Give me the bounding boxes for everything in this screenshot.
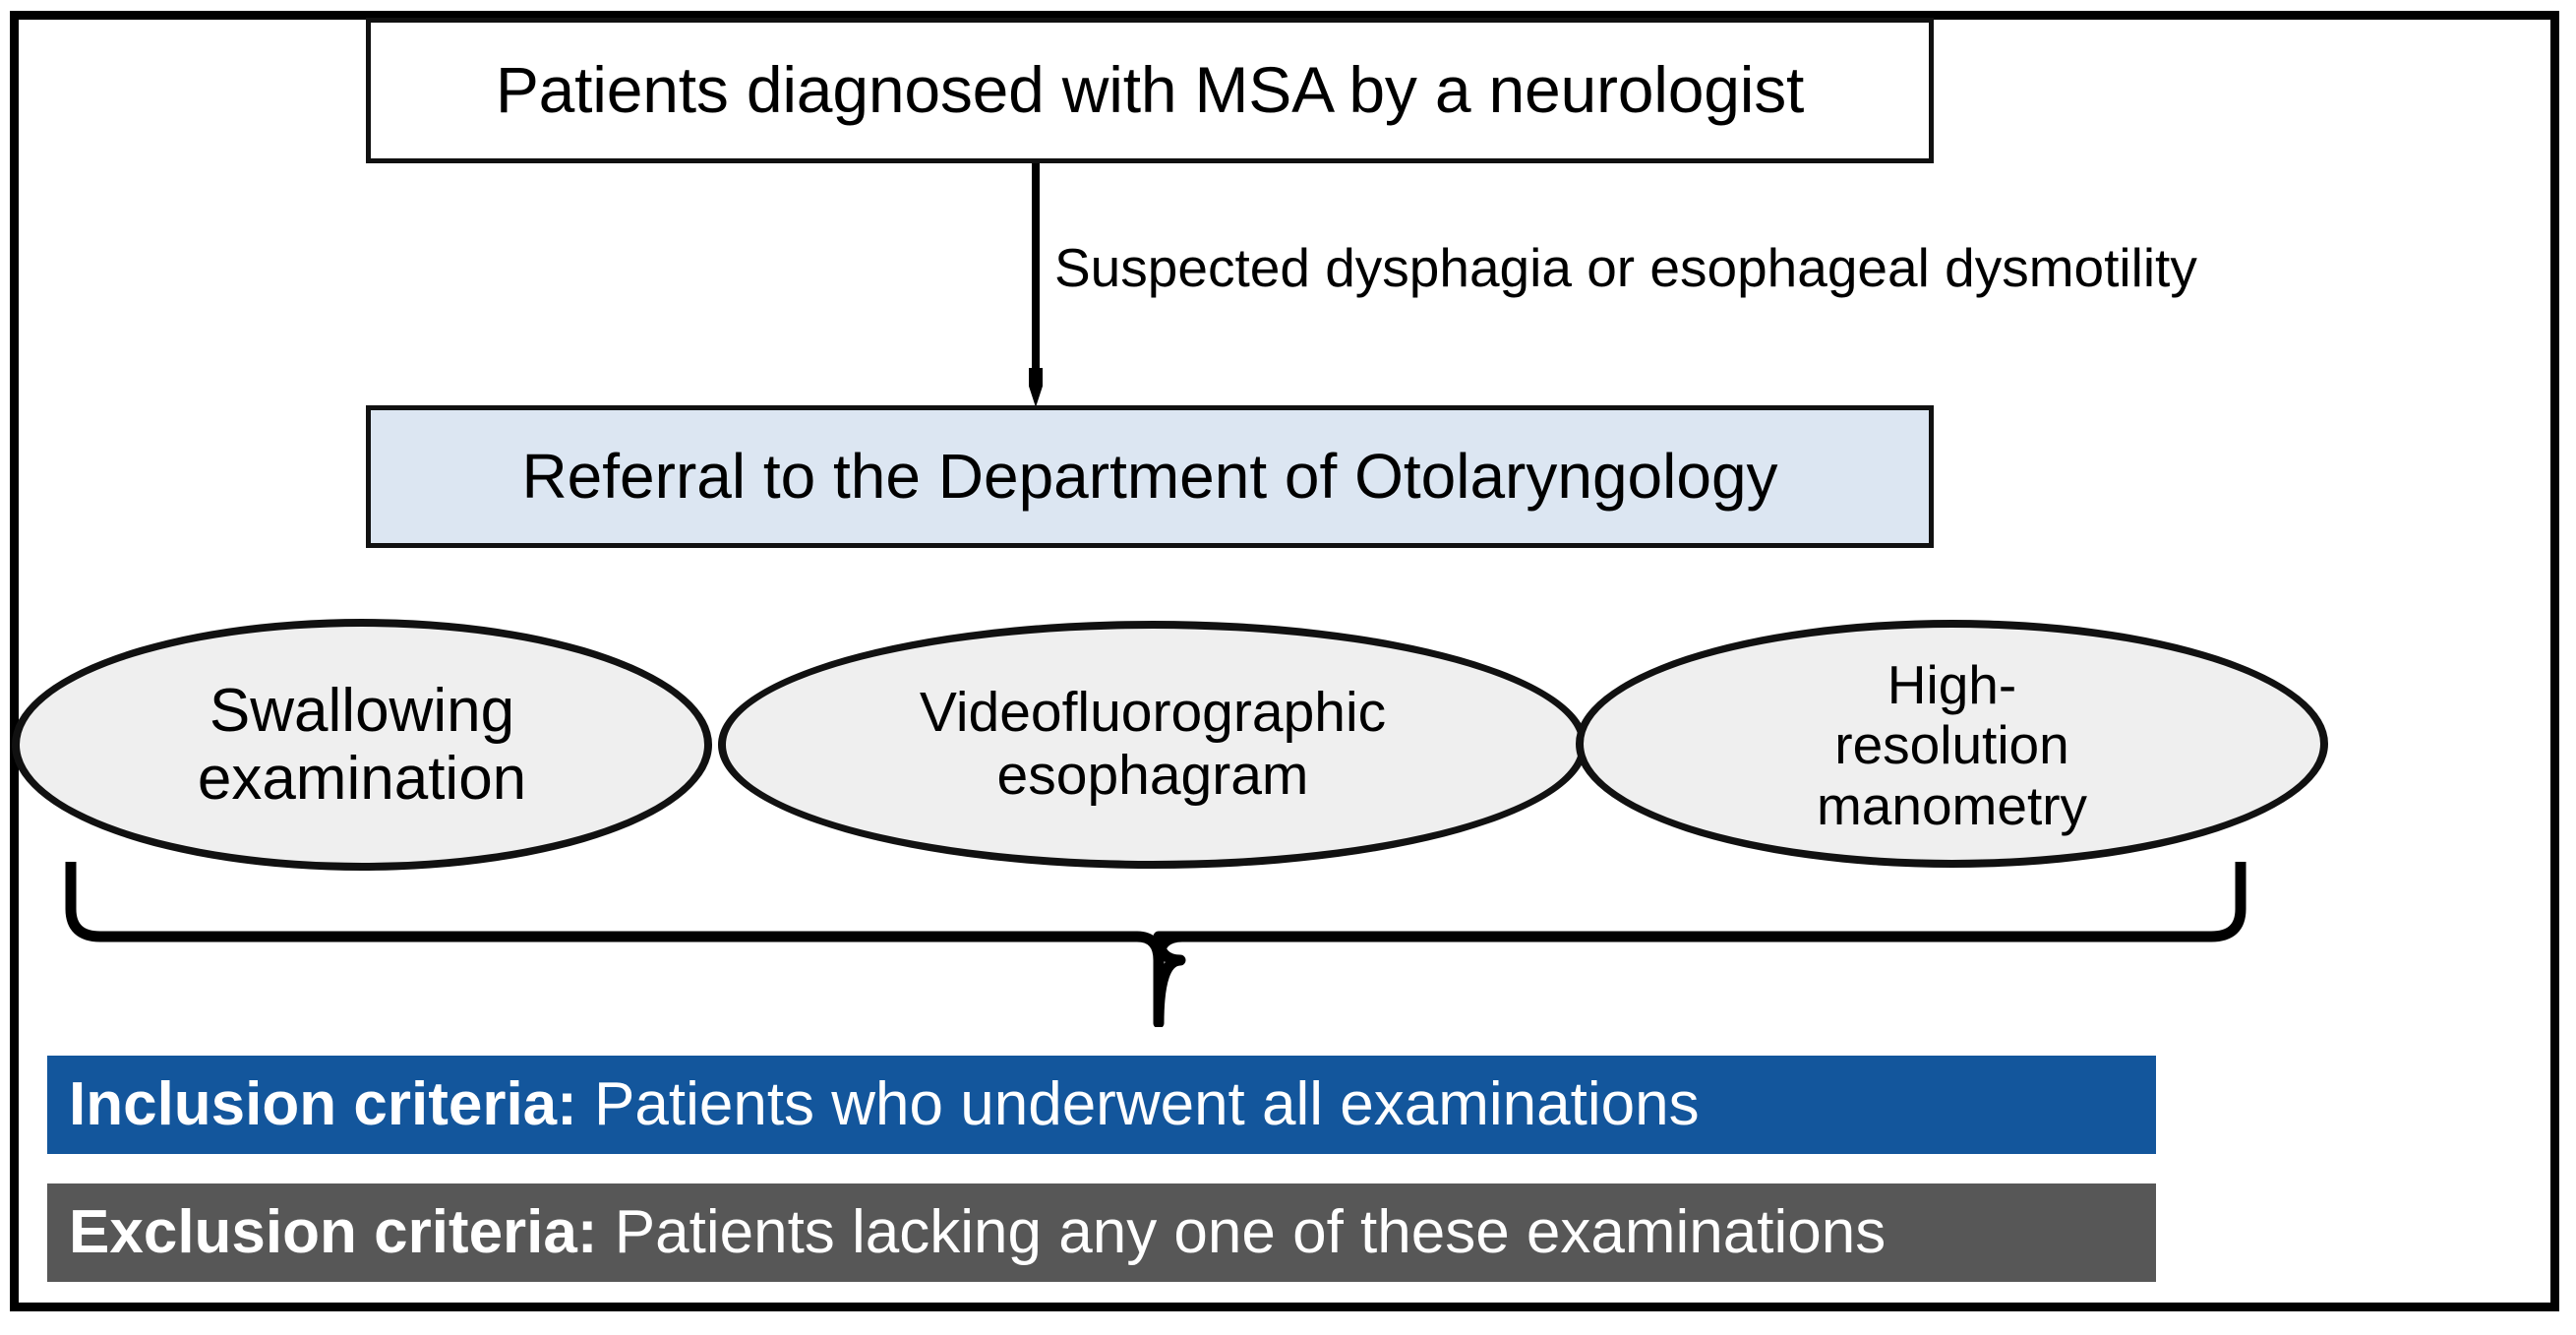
- inclusion-criteria-bar: Inclusion criteria: Patients who underwe…: [47, 1056, 2156, 1154]
- exclusion-criteria-bar: Exclusion criteria: Patients lacking any…: [47, 1183, 2156, 1282]
- node-patients-diagnosed-label: Patients diagnosed with MSA by a neurolo…: [495, 53, 1805, 127]
- exclusion-criteria-text: Exclusion criteria: Patients lacking any…: [69, 1202, 1886, 1263]
- node-videofluorographic-esophagram: Videofluorographic esophagram: [718, 621, 1588, 869]
- node-referral-otolaryngology: Referral to the Department of Otolaryngo…: [366, 405, 1934, 548]
- inclusion-criteria-label: Inclusion criteria: [69, 1070, 558, 1138]
- node-high-resolution-manometry: High- resolution manometry: [1576, 620, 2328, 868]
- curly-brace-connector: [65, 862, 2247, 1027]
- inclusion-criteria-separator: :: [557, 1070, 595, 1138]
- outer-frame-border: [10, 11, 2559, 1311]
- node-patients-diagnosed: Patients diagnosed with MSA by a neurolo…: [366, 18, 1934, 163]
- edge-label-suspected-dysphagia: Suspected dysphagia or esophageal dysmot…: [1054, 237, 2197, 298]
- node-swallowing-examination-label: Swallowing examination: [197, 676, 527, 813]
- inclusion-criteria-body: Patients who underwent all examinations: [594, 1070, 1700, 1138]
- exclusion-criteria-separator: :: [576, 1198, 615, 1266]
- node-referral-label: Referral to the Department of Otolaryngo…: [521, 440, 1778, 512]
- node-swallowing-examination: Swallowing examination: [12, 619, 712, 871]
- inclusion-criteria-text: Inclusion criteria: Patients who underwe…: [69, 1074, 1700, 1135]
- exclusion-criteria-body: Patients lacking any one of these examin…: [614, 1198, 1887, 1266]
- arrow-down-icon: [1029, 163, 1043, 407]
- node-high-resolution-manometry-label: High- resolution manometry: [1816, 653, 2088, 836]
- node-videofluorographic-esophagram-label: Videofluorographic esophagram: [919, 681, 1387, 807]
- exclusion-criteria-label: Exclusion criteria: [69, 1198, 577, 1266]
